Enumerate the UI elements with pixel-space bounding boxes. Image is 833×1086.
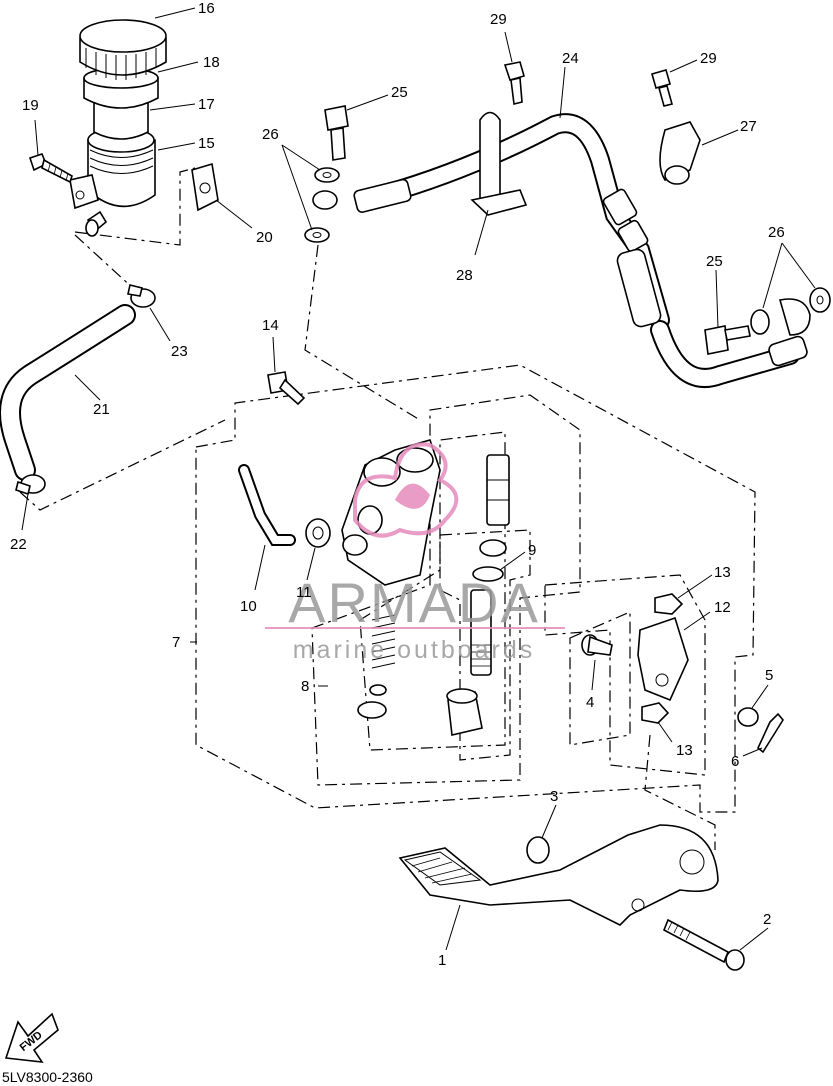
callout-26-lower: 26 [768, 224, 785, 241]
snap-ring-9 [472, 566, 504, 582]
washers-26-upper [304, 167, 340, 243]
bolt-14 [267, 371, 306, 406]
cotter-pin-6 [757, 712, 784, 754]
callout-14: 14 [262, 317, 279, 334]
bolt-19 [28, 153, 73, 184]
callout-24: 24 [562, 50, 579, 67]
callout-29-left: 29 [490, 11, 507, 28]
boot [446, 688, 483, 736]
bolt-29-left [503, 61, 525, 105]
callout-28: 28 [456, 267, 473, 284]
callout-21: 21 [93, 401, 110, 418]
callout-25-upper: 25 [391, 84, 408, 101]
spring-8 [357, 614, 396, 719]
fwd-arrow-icon: FWD [4, 1012, 59, 1063]
callout-2: 2 [763, 911, 771, 928]
bracket-28 [470, 111, 528, 216]
callout-8: 8 [301, 678, 309, 695]
callout-12: 12 [714, 599, 731, 616]
callout-29-right: 29 [700, 50, 717, 67]
bolt-4 [581, 634, 613, 656]
callout-10: 10 [240, 598, 257, 615]
hose-21 [0, 284, 156, 496]
watermark-brand: ARMADA [288, 571, 540, 634]
watermark: ARMADA marine outboards [265, 442, 565, 664]
callout-labels: 16 18 17 15 19 20 23 21 22 29 29 24 25 2… [10, 0, 785, 969]
assembly-outlines [19, 167, 756, 850]
nut-13-upper [654, 593, 684, 615]
grommet-11 [305, 518, 331, 548]
callout-13-upper: 13 [714, 564, 731, 581]
callout-22: 22 [10, 536, 27, 553]
callout-13-lower: 13 [676, 742, 693, 759]
nut-13-lower [641, 702, 670, 724]
pedal-1 [398, 824, 719, 926]
reservoir-tank [69, 19, 167, 237]
callout-4: 4 [586, 694, 594, 711]
callout-6: 6 [731, 753, 739, 770]
watermark-tagline: marine outboards [293, 636, 536, 664]
bolt-25-upper [324, 105, 349, 161]
diagram-code: 5LV8300-2360 [2, 1069, 93, 1085]
bolt-25-lower [704, 325, 751, 355]
bracket-20 [191, 162, 219, 212]
brake-hose-24 [312, 113, 811, 388]
push-rod-upper [479, 454, 510, 557]
push-rod-lower [470, 589, 492, 676]
callout-18: 18 [203, 54, 220, 71]
washers-26-lower [750, 287, 831, 335]
pipe-10 [238, 464, 296, 546]
callout-25-lower: 25 [706, 253, 723, 270]
collar-3 [526, 836, 550, 864]
callout-19: 19 [22, 97, 39, 114]
callout-15: 15 [198, 135, 215, 152]
callout-27: 27 [740, 118, 757, 135]
bolt-29-right [651, 69, 673, 107]
clip-27 [659, 121, 701, 185]
callout-20: 20 [256, 229, 273, 246]
clevis-12 [637, 616, 689, 702]
callout-5: 5 [765, 667, 773, 684]
callout-17: 17 [198, 96, 215, 113]
callout-1: 1 [438, 952, 446, 969]
callout-16: 16 [198, 0, 215, 17]
callout-23: 23 [171, 343, 188, 360]
callout-11: 11 [296, 584, 312, 601]
callout-7: 7 [172, 634, 180, 651]
callout-26-upper: 26 [262, 126, 279, 143]
pivot-bolt-2 [662, 918, 745, 971]
washer-5 [737, 707, 759, 727]
callout-3: 3 [550, 788, 558, 805]
leader-lines [21, 7, 816, 951]
callout-9: 9 [528, 542, 536, 559]
